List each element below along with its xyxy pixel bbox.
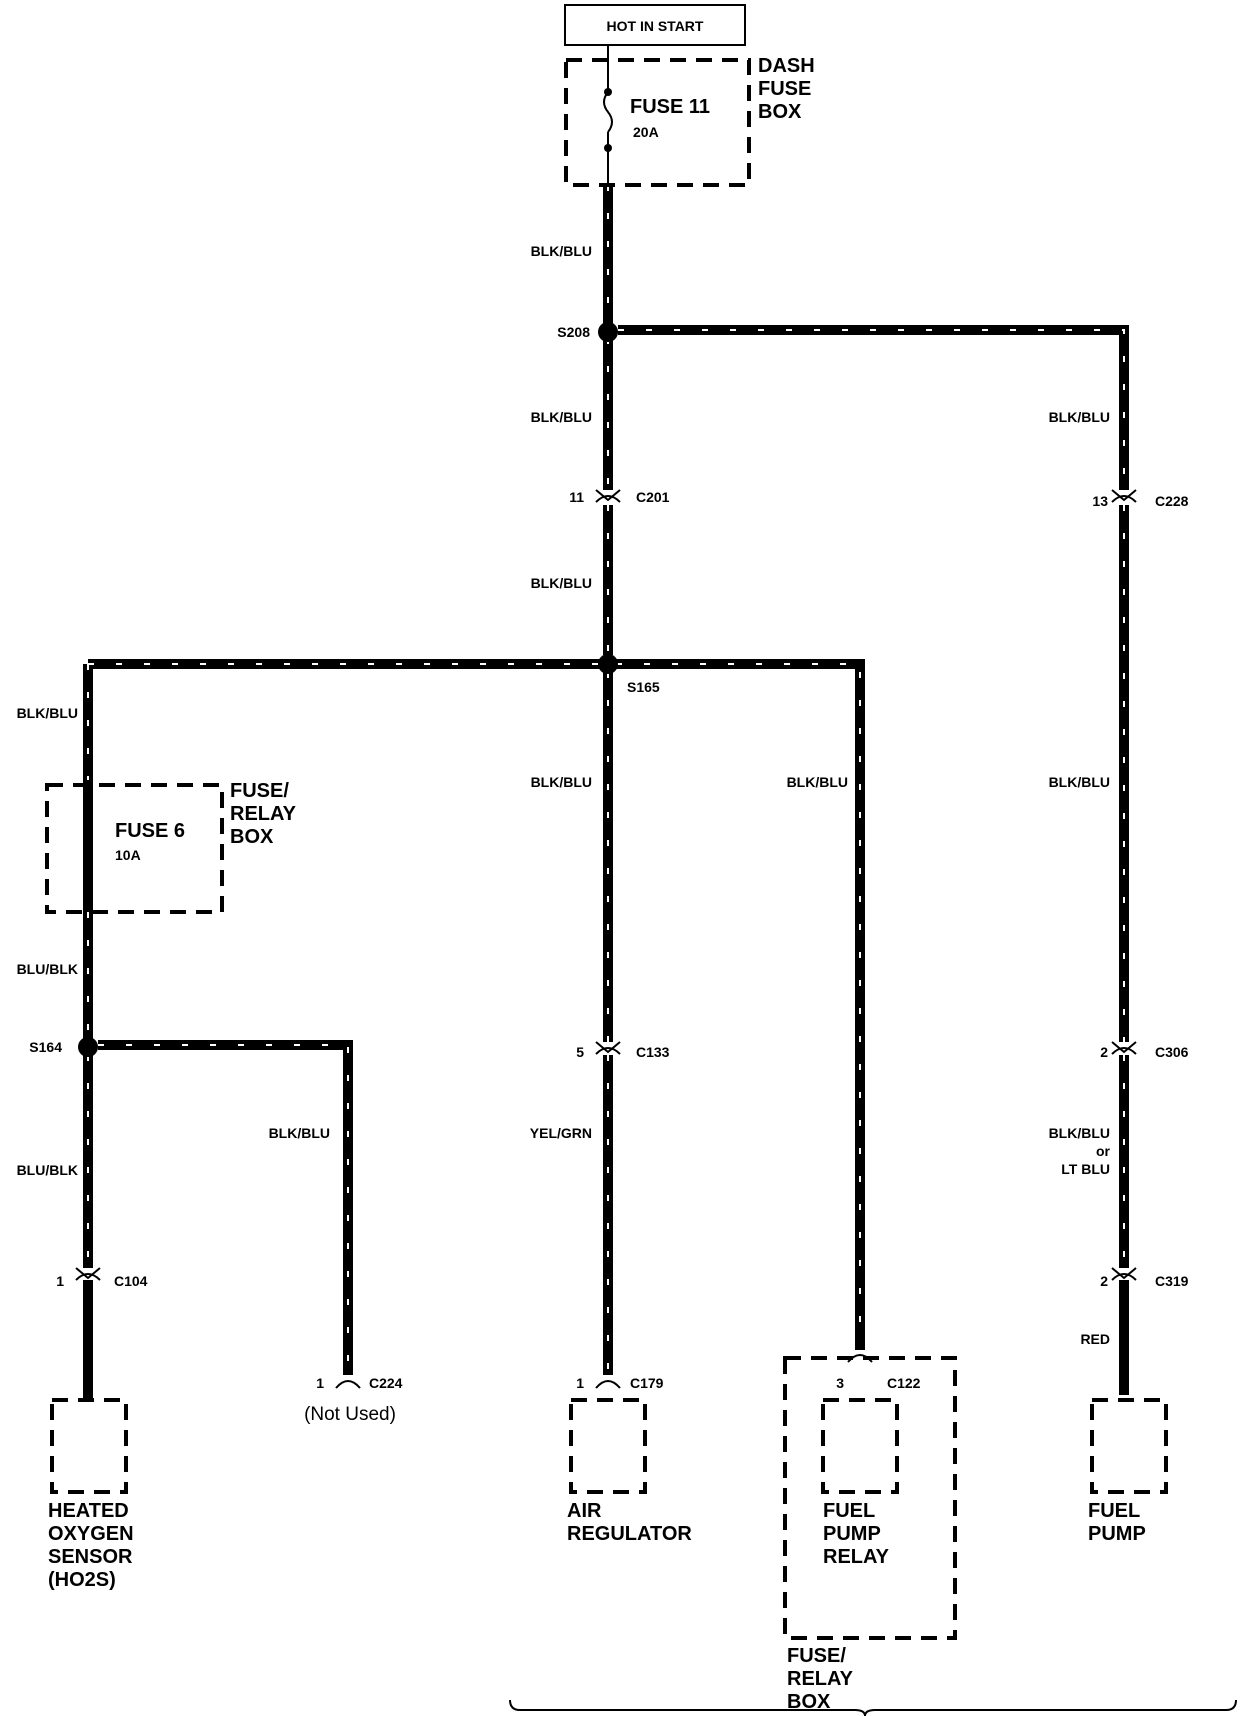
wire-label-right-end: RED <box>1080 1331 1110 1347</box>
connector-c224-symbol <box>335 1380 361 1389</box>
air-regulator-label-1: AIR <box>567 1500 602 1522</box>
connector-c224-name: C224 <box>369 1375 403 1391</box>
fuel-pump-label-2: PUMP <box>1088 1523 1146 1545</box>
fuel-pump-relay-label-3: RELAY <box>823 1546 890 1568</box>
wire-s164-branch <box>83 1040 353 1395</box>
connector-c306-symbol <box>1111 1041 1137 1055</box>
wire-label-right-low-3: LT BLU <box>1061 1161 1110 1177</box>
wire-label-left-mid: BLU/BLK <box>17 961 78 977</box>
wire-s208-branch <box>618 325 1129 1395</box>
dash-fuse-box <box>564 58 751 187</box>
splice-s164-label: S164 <box>29 1039 62 1055</box>
connector-c224-pin: 1 <box>316 1375 324 1391</box>
fuel-pump-relay-label-2: PUMP <box>823 1523 881 1545</box>
wire-label-notused: BLK/BLU <box>269 1125 330 1141</box>
connector-c104-symbol <box>75 1267 101 1281</box>
connector-c104-pin: 1 <box>56 1273 64 1289</box>
fuse-6-name: FUSE 6 <box>115 820 185 842</box>
fuel-pump-label-1: FUEL <box>1088 1500 1140 1522</box>
splice-s164 <box>78 1037 98 1057</box>
connector-c133-name: C133 <box>636 1044 670 1060</box>
wire-label-right-top: BLK/BLU <box>1049 409 1110 425</box>
fuse-6-rating: 10A <box>115 847 141 863</box>
not-used-label: (Not Used) <box>304 1404 396 1425</box>
wire-label-right-low-1: BLK/BLU <box>1049 1125 1110 1141</box>
fuse-11-rating: 20A <box>633 124 659 140</box>
dash-fuse-box-label-1: DASH <box>758 55 815 77</box>
ho2s-label-4: (HO2S) <box>48 1569 116 1591</box>
connector-c319-name: C319 <box>1155 1273 1189 1289</box>
fuse-11-symbol <box>603 60 613 185</box>
wire-s165-bus <box>83 659 865 1350</box>
connector-c133-symbol <box>595 1041 621 1055</box>
relay-fuse-box-label-3: BOX <box>230 826 274 848</box>
splice-s165 <box>598 654 618 674</box>
connector-c201-symbol <box>595 489 621 503</box>
connector-c228-pin: 13 <box>1092 493 1108 509</box>
bottom-box-label-1: FUSE/ <box>787 1645 846 1667</box>
wire-label-left-top: BLK/BLU <box>17 705 78 721</box>
relay-fuse-box-label-2: RELAY <box>230 803 297 825</box>
dash-fuse-box-label-2: FUSE <box>758 78 811 100</box>
ho2s-component <box>50 1398 128 1494</box>
connector-c319-pin: 2 <box>1100 1273 1108 1289</box>
connector-c319-symbol <box>1111 1267 1137 1281</box>
power-source-box <box>564 4 746 46</box>
connector-c306-name: C306 <box>1155 1044 1189 1060</box>
bottom-box-label-2: RELAY <box>787 1668 854 1690</box>
fuel-pump-component <box>1090 1398 1168 1494</box>
ho2s-label-3: SENSOR <box>48 1546 133 1568</box>
fuse-11-name: FUSE 11 <box>630 96 710 118</box>
connector-c122-pin: 3 <box>836 1375 844 1391</box>
ho2s-label-1: HEATED <box>48 1500 129 1522</box>
connector-c228-name: C228 <box>1155 493 1189 509</box>
wire-label-center-mid: BLK/BLU <box>531 774 592 790</box>
splice-points <box>78 322 618 1057</box>
air-regulator-label-2: REGULATOR <box>567 1523 692 1545</box>
wire-label-center-low: YEL/GRN <box>530 1125 592 1141</box>
ho2s-label-2: OXYGEN <box>48 1523 134 1545</box>
connector-symbols <box>75 489 1137 1389</box>
wire-label-left-low: BLU/BLK <box>17 1162 78 1178</box>
splice-s165-label: S165 <box>627 679 660 695</box>
relay-fuse-box-label-1: FUSE/ <box>230 780 289 802</box>
connector-c122-name: C122 <box>887 1375 921 1391</box>
fuel-pump-relay-component <box>821 1398 899 1494</box>
connector-c306-pin: 2 <box>1100 1044 1108 1060</box>
connector-c133-pin: 5 <box>576 1044 584 1060</box>
connector-c228-symbol <box>1111 489 1137 503</box>
fuel-pump-relay-label-1: FUEL <box>823 1500 875 1522</box>
connector-c104-name: C104 <box>114 1273 148 1289</box>
bottom-brace <box>509 1699 1237 1716</box>
power-source-label: HOT IN START <box>607 18 704 34</box>
wire-label-right-low-2: or <box>1096 1143 1111 1159</box>
bottom-box-label-3: BOX <box>787 1691 831 1713</box>
dash-fuse-box-label-3: BOX <box>758 101 802 123</box>
wire-label-right-mid: BLK/BLU <box>1049 774 1110 790</box>
connector-c201-name: C201 <box>636 489 670 505</box>
connector-c201-pin: 11 <box>569 489 584 505</box>
wire-label-main-mid: BLK/BLU <box>531 409 592 425</box>
connector-c179-pin: 1 <box>576 1375 584 1391</box>
connector-c179-name: C179 <box>630 1375 664 1391</box>
wire-label-main-top: BLK/BLU <box>531 243 592 259</box>
connector-c179-symbol <box>595 1380 621 1389</box>
fuse-relay-box-bottom <box>783 1356 957 1640</box>
splice-s208 <box>598 322 618 342</box>
splice-s208-label: S208 <box>557 324 590 340</box>
wire-label-main-low: BLK/BLU <box>531 575 592 591</box>
air-regulator-component <box>569 1398 647 1494</box>
wire-label-relay: BLK/BLU <box>787 774 848 790</box>
relay-fuse-box <box>45 783 224 914</box>
